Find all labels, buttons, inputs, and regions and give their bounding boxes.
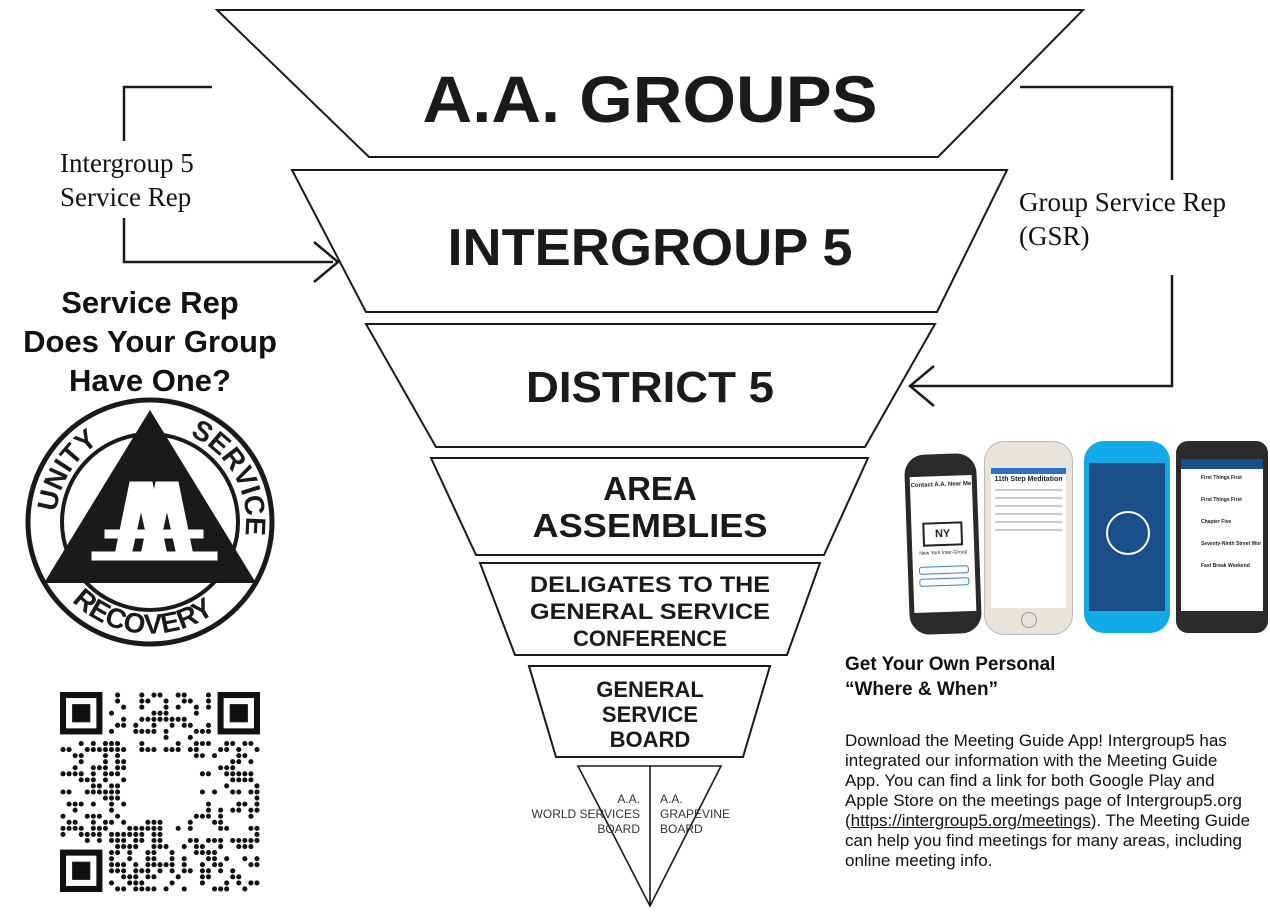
grapevine-line2: GRAPEVINE: [660, 807, 730, 821]
tier-gsb-line1: GENERAL: [596, 677, 704, 702]
meeting-guide-body: Download the Meeting Guide App! Intergro…: [845, 731, 1270, 913]
tier-boards: A.A. WORLD SERVICES BOARD A.A. GRAPEVINE…: [532, 765, 730, 908]
phone-3: [1084, 441, 1170, 633]
meeting-guide-body-line1: Download the Meeting Guide App! Intergro…: [845, 731, 1227, 750]
phone-4-row-1: First Things First: [1201, 475, 1242, 481]
intergroup-rep-label-line1: Intergroup 5: [60, 148, 194, 178]
world-services-line2: WORLD SERVICES: [532, 807, 640, 821]
tier-delegates: DELIGATES TO THE GENERAL SERVICE CONFERE…: [478, 562, 822, 656]
meeting-guide-body-line3: App. You can find a link for both Google…: [845, 771, 1215, 790]
meeting-guide-body-line7: online meeting info.: [845, 851, 993, 870]
grapevine-line3: BOARD: [660, 822, 703, 836]
meeting-guide-heading-line2: “Where & When”: [845, 679, 999, 700]
phone-1-brand: New York Inter-Group: [919, 549, 968, 557]
meeting-guide-body-line6: can help you find meetings for many area…: [845, 831, 1242, 850]
tier-intergroup-5-label: INTERGROUP 5: [448, 219, 853, 277]
phone-4-row-5: Fast Break Weekend: [1201, 563, 1250, 569]
tier-district-5-label: DISTRICT 5: [526, 363, 774, 412]
tier-aa-groups-shape: [214, 9, 1086, 158]
tier-district-5: DISTRICT 5: [364, 323, 937, 448]
tier-general-service-board: GENERAL SERVICE BOARD: [527, 665, 772, 758]
folding-chair-icon: [1106, 511, 1150, 555]
intergroup-rep-line-bottom: [122, 218, 333, 264]
service-rep-question: Service Rep Does Your Group Have One?: [0, 283, 300, 400]
phone-1-title: Contact A.A. Near Me: [910, 480, 972, 490]
service-rep-question-line1: Service Rep: [61, 285, 239, 320]
tier-general-service-board-shape: [527, 665, 772, 758]
tier-area-assemblies-line1: AREA: [603, 470, 697, 507]
tier-gsb-line2: SERVICE: [602, 702, 698, 727]
intergroup-rep-connector: [122, 85, 340, 283]
intergroup-rep-label-line2: Service Rep: [60, 182, 192, 212]
gsr-arrowhead: [908, 365, 935, 407]
phone-4: First Things First First Things First Ch…: [1176, 441, 1268, 633]
nyc-logo-icon: NY: [922, 521, 964, 547]
meeting-guide-line5-rest: ). The Meeting Guide: [1090, 811, 1251, 830]
meeting-guide-body-line5: (https://intergroup5.org/meetings). The …: [845, 811, 1270, 831]
phone-4-row-4: Seventy-Ninth Street Workshop: [1201, 541, 1261, 547]
phone-2: 11th Step Meditation: [984, 441, 1073, 635]
intergroup-rep-line-top: [122, 85, 212, 141]
meeting-guide-heading-line1: Get Your Own Personal: [845, 654, 1056, 675]
gsr-connector: [908, 85, 1174, 407]
world-services-line1: A.A.: [617, 792, 640, 806]
tier-intergroup-5: INTERGROUP 5: [290, 169, 1009, 313]
meeting-guide-body-line4: Apple Store on the meetings page of Inte…: [845, 791, 1242, 810]
tier-district-5-shape: [364, 323, 937, 448]
phone-4-row-3: Chapter Five: [1201, 519, 1232, 525]
phone-2-title: 11th Step Meditation: [994, 476, 1063, 483]
tier-area-assemblies-shape: [429, 457, 870, 556]
tier-area-assemblies: AREA ASSEMBLIES: [429, 457, 870, 556]
tier-aa-groups-label: A.A. GROUPS: [423, 62, 878, 136]
qr-code-icon: [60, 692, 260, 892]
world-services-line3: BOARD: [597, 822, 640, 836]
tier-delegates-shape: [478, 562, 822, 656]
gsr-label-line2: (GSR): [1019, 221, 1090, 251]
meeting-guide-heading: Get Your Own Personal “Where & When”: [845, 652, 1265, 702]
meetings-page-link[interactable]: https://intergroup5.org/meetings: [850, 811, 1091, 830]
intergroup-rep-label: Intergroup 5 Service Rep: [60, 146, 194, 214]
service-rep-question-line2: Does Your Group: [23, 324, 277, 359]
service-rep-question-line3: Have One?: [69, 363, 231, 398]
phone-1: Contact A.A. Near Me NY New York Inter-G…: [903, 452, 983, 636]
tier-aa-groups: A.A. GROUPS: [214, 9, 1086, 158]
gsr-line-top: [1020, 85, 1174, 180]
grapevine-line1: A.A.: [660, 792, 683, 806]
intergroup-rep-arrowhead: [313, 241, 340, 283]
tier-delegates-line2: GENERAL SERVICE: [530, 599, 770, 624]
tier-delegates-line3: CONFERENCE: [573, 626, 727, 651]
tier-gsb-line3: BOARD: [610, 727, 691, 752]
phone-4-row-2: First Things First: [1201, 497, 1242, 503]
gsr-label: Group Service Rep (GSR): [1019, 185, 1226, 253]
tier-intergroup-5-shape: [290, 169, 1009, 313]
aa-logo-icon: UNITY SERVICE RECOVERY: [25, 397, 275, 647]
tier-area-assemblies-line2: ASSEMBLIES: [533, 507, 768, 544]
gsr-line-bottom: [912, 275, 1174, 388]
meeting-guide-paren-open: (: [845, 811, 851, 830]
meeting-guide-body-line2: integrated our information with the Meet…: [845, 751, 1218, 770]
gsr-label-line1: Group Service Rep: [1019, 187, 1226, 217]
tier-delegates-line1: DELIGATES TO THE: [530, 572, 770, 597]
